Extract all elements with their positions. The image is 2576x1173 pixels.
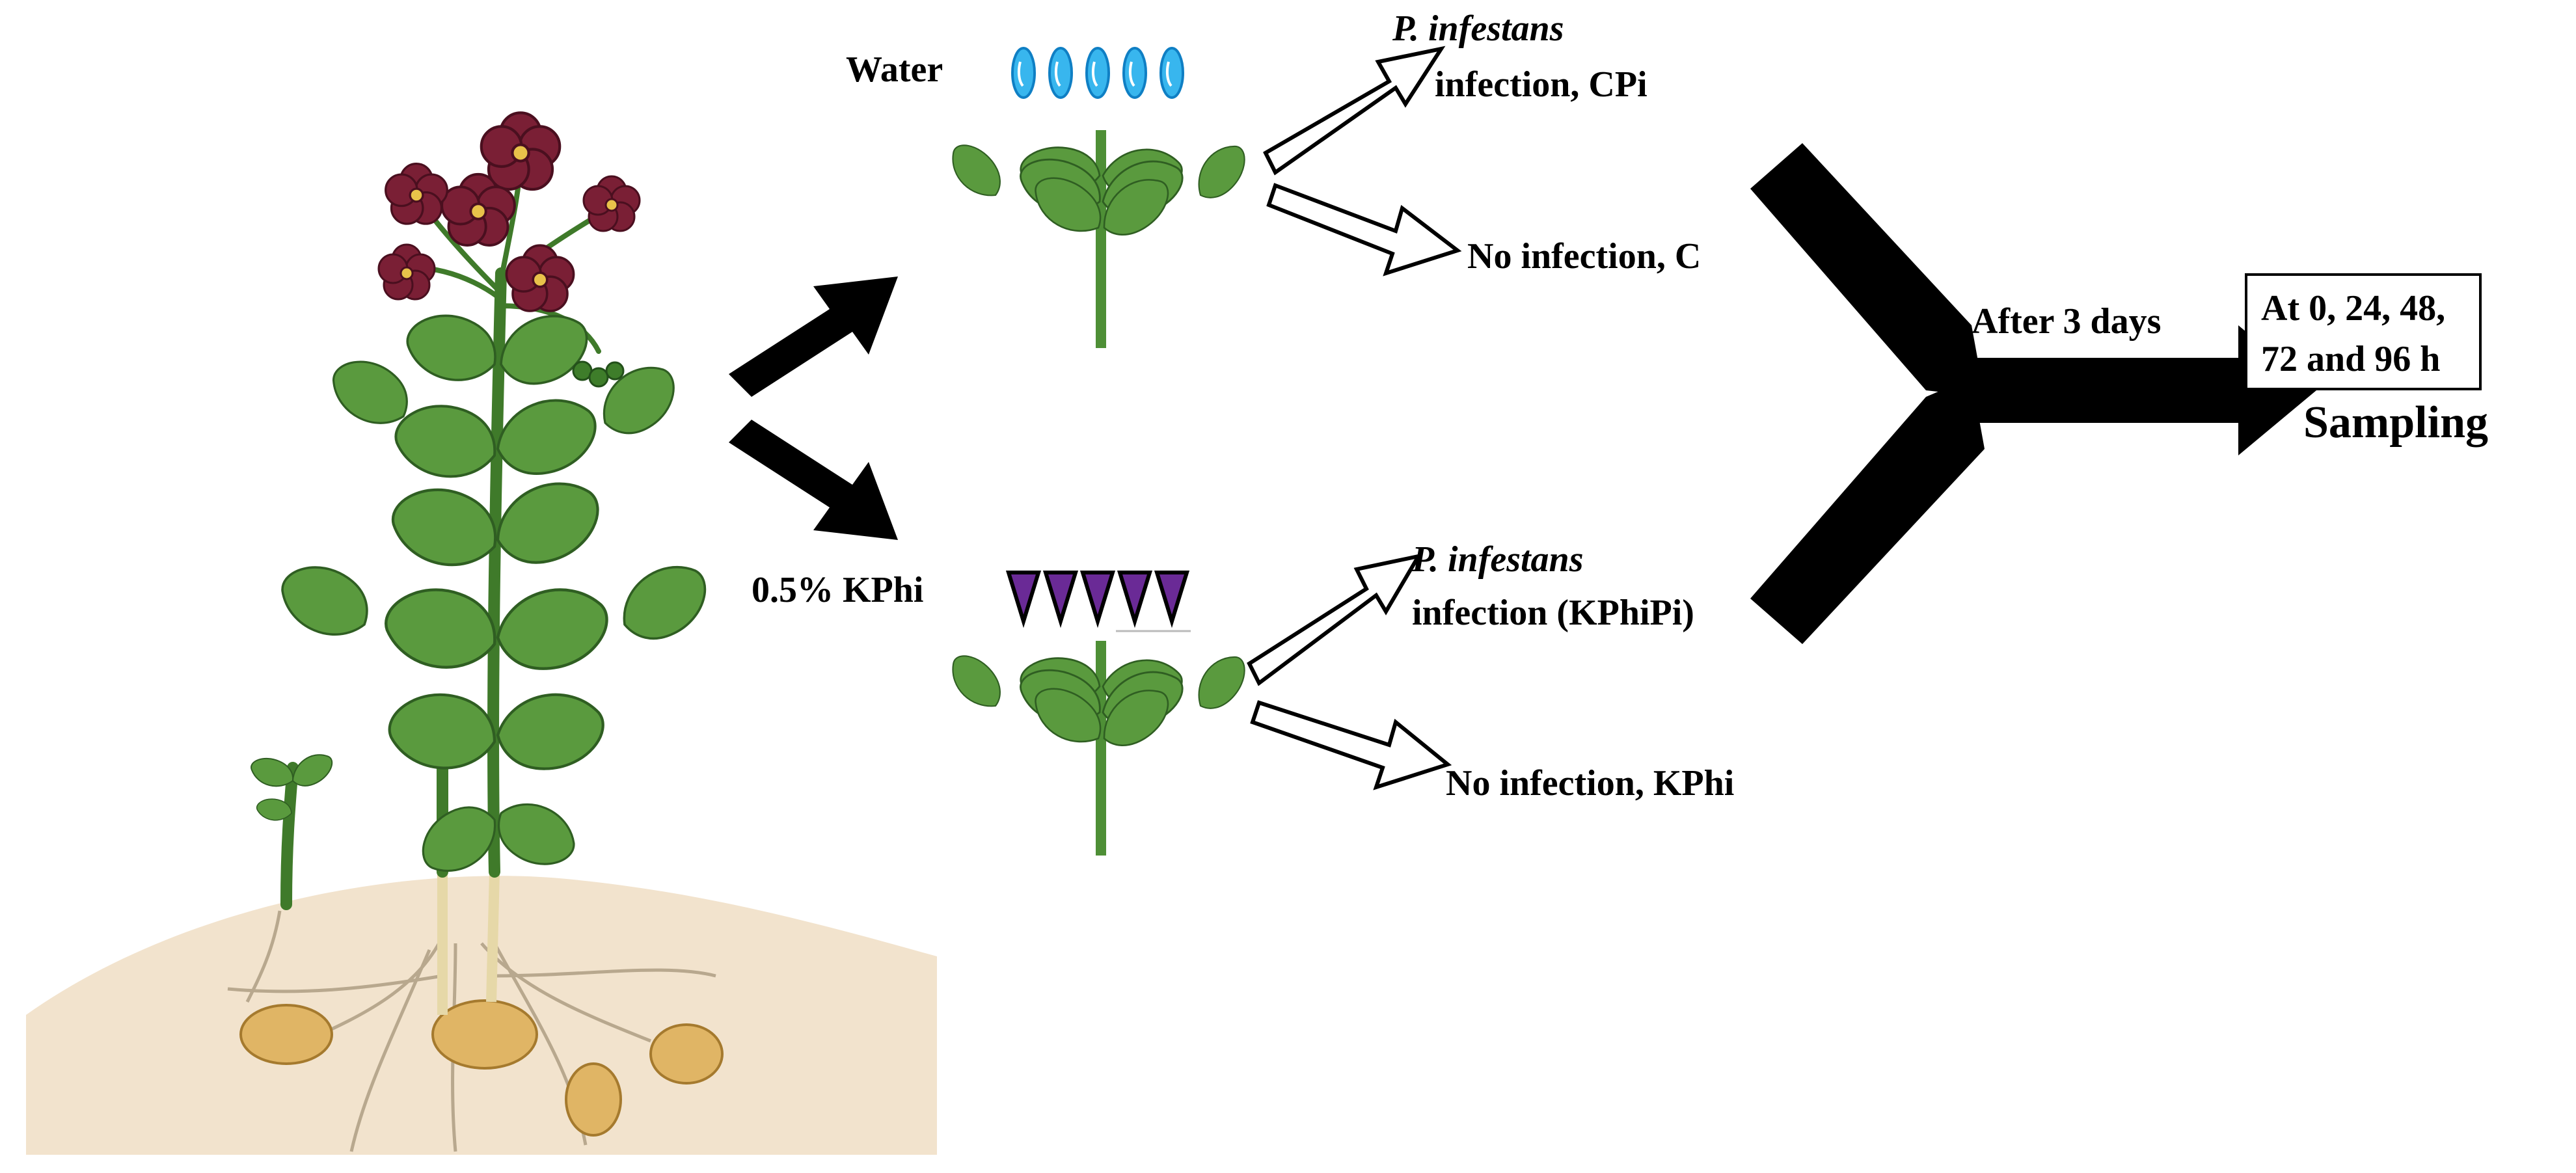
kphi-control-label: No infection, KPhi [1446, 763, 1734, 803]
sampling-times-line2: 72 and 96 h [2261, 339, 2440, 379]
kphi-label: 0.5% KPhi [752, 570, 923, 610]
converge-arm-bottom [1750, 377, 1985, 644]
arrow-kphi-infected [1247, 553, 1423, 686]
kphi-infected-label: infection (KPhiPi) [1412, 593, 1694, 633]
potato-plant-illustration [26, 113, 937, 1155]
converge-arrow [1750, 143, 2316, 644]
arrow-water-infected [1263, 46, 1446, 176]
outcome-labels: P. infestans infection, CPi No infection… [1392, 8, 1734, 803]
arrow-kphi-control [1250, 700, 1452, 790]
converge-shaft [1946, 325, 2316, 455]
water-treatment: Water [846, 47, 1256, 348]
plant-flowers [377, 113, 641, 312]
treatment-branch-arrows [729, 276, 898, 540]
kphi-infected-species: P. infestans [1411, 539, 1583, 580]
arrow-to-kphi [729, 420, 898, 540]
kphi-treatment: 0.5% KPhi [752, 570, 1256, 856]
water-drop-icon [1011, 47, 1184, 99]
sampling-times-line1: At 0, 24, 48, [2261, 288, 2445, 329]
arrow-to-water [729, 276, 898, 397]
kphi-drop-icon [1005, 571, 1190, 628]
plant-leaves [246, 301, 721, 885]
timing-label: After 3 days [1972, 301, 2161, 342]
arrow-water-control [1266, 183, 1462, 276]
water-control-label: No infection, C [1467, 236, 1701, 276]
sampling-box: At 0, 24, 48, 72 and 96 h Sampling [2245, 273, 2488, 448]
water-infected-label: infection, CPi [1435, 64, 1647, 105]
tubers [239, 999, 724, 1137]
water-label: Water [846, 49, 943, 90]
leaflet-shoot-icon [942, 641, 1256, 856]
outcome-arrows [1247, 46, 1462, 790]
converge-arm-top [1750, 143, 1985, 397]
sampling-label: Sampling [2303, 398, 2488, 448]
sampling-times-box [2245, 273, 2482, 390]
water-infected-species: P. infestans [1392, 8, 1564, 49]
leaflet-shoot-icon [942, 130, 1256, 348]
